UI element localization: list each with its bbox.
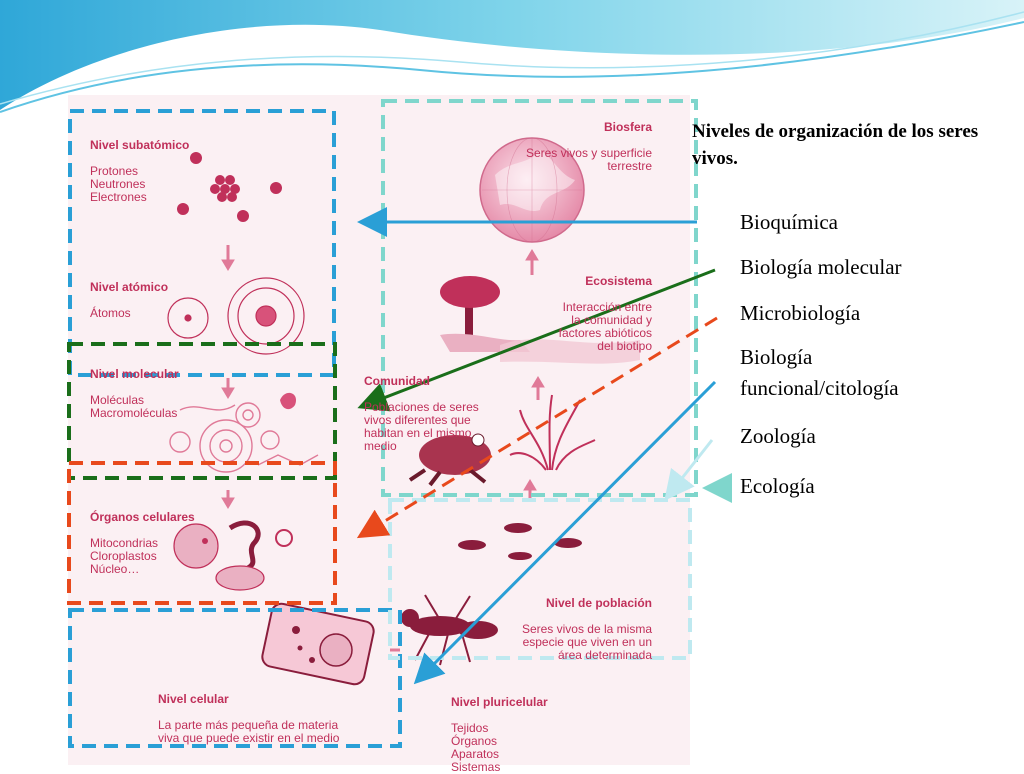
label-comunidad-title: Comunidad xyxy=(364,374,430,388)
plant-illustration xyxy=(509,394,596,471)
label-molecular: Nivel molecular Moléculas Macromoléculas xyxy=(90,355,179,420)
globe-illustration xyxy=(479,137,585,243)
label-organos-celulares: Órganos celulares Mitocondrias Cloroplas… xyxy=(90,498,195,576)
frog-illustration xyxy=(408,433,491,487)
arrow-citologia xyxy=(413,380,717,685)
label-atomico-title: Nivel atómico xyxy=(90,280,169,294)
label-comunidad: Comunidad Poblaciones de seres vivos dif… xyxy=(364,362,479,453)
group-zoologia xyxy=(388,498,692,660)
label-poblacion-title: Nivel de población xyxy=(545,596,652,610)
label-comunidad-items: Poblaciones de seres vivos diferentes qu… xyxy=(364,400,479,453)
atoms-illustration xyxy=(167,277,305,355)
particles-illustration xyxy=(177,152,282,222)
label-ecosistema-title: Ecosistema xyxy=(585,274,652,288)
group-ecologia xyxy=(381,99,698,497)
label-pluricelular: Nivel pluricelular Tejidos Órganos Apara… xyxy=(451,683,548,774)
slide-title: Niveles de organización de los seres viv… xyxy=(692,121,979,169)
arrow-biologia-molecular xyxy=(357,268,716,412)
discipline-microbiologia: Microbiología xyxy=(740,301,861,325)
connector-arrows xyxy=(356,207,732,685)
discipline-bioquimica: Bioquímica xyxy=(740,210,838,234)
illustration-panel xyxy=(68,95,690,765)
label-celular: Nivel celular La parte más pequeña de ma… xyxy=(158,680,339,745)
label-poblacion: Nivel de población Seres vivos de la mis… xyxy=(480,584,652,662)
label-molecular-title: Nivel molecular xyxy=(90,367,179,381)
cell-illustration xyxy=(261,602,375,686)
tree-illustration xyxy=(440,276,640,364)
label-molecular-items: Moléculas Macromoléculas xyxy=(90,393,178,420)
label-biosfera: Biosfera Seres vivos y superficie terres… xyxy=(490,108,652,173)
label-atomico: Nivel atómico Átomos xyxy=(90,268,168,320)
discipline-ecologia: Ecología xyxy=(740,474,815,498)
group-microbiologia xyxy=(67,461,337,605)
discipline-zoologia: Zoología xyxy=(740,424,816,448)
discipline-biologia-molecular: Biología molecular xyxy=(740,255,902,279)
label-ecosistema-items: Interacción entre la comunidad y factore… xyxy=(558,300,652,353)
group-biologia-molecular xyxy=(67,342,337,480)
arrow-zoologia xyxy=(664,439,714,501)
label-pluricelular-title: Nivel pluricelular xyxy=(451,695,548,709)
group-citologia xyxy=(68,608,402,748)
label-pluricelular-items: Tejidos Órganos Aparatos Sistemas xyxy=(451,721,501,774)
label-poblacion-items: Seres vivos de la misma especie que vive… xyxy=(521,622,652,662)
level-groupings xyxy=(67,99,698,748)
label-biosfera-items: Seres vivos y superficie terrestre xyxy=(525,146,652,173)
label-subatomico-items: Protones Neutrones Electrones xyxy=(90,164,147,204)
label-subatomico: Nivel subatómico Protones Neutrones Elec… xyxy=(90,126,189,204)
label-biosfera-title: Biosfera xyxy=(603,120,652,134)
header-wave xyxy=(0,0,1024,113)
discipline-citologia: Biología funcional/citología xyxy=(740,345,899,400)
label-ecosistema: Ecosistema Interacción entre la comunida… xyxy=(520,262,652,353)
label-celular-items: La parte más pequeña de materia viva que… xyxy=(158,718,340,745)
label-organos-items: Mitocondrias Cloroplastos Núcleo… xyxy=(90,536,159,576)
group-bioquimica xyxy=(68,109,336,377)
label-celular-title: Nivel celular xyxy=(158,692,229,706)
organelles-illustration xyxy=(173,520,293,591)
label-organos-title: Órganos celulares xyxy=(90,510,195,524)
ants-illustration xyxy=(401,523,582,666)
molecules-illustration xyxy=(169,392,319,473)
label-atomico-items: Átomos xyxy=(90,306,131,320)
flow-arrows xyxy=(221,245,545,652)
arrow-microbiologia xyxy=(356,316,718,539)
label-subatomico-title: Nivel subatómico xyxy=(90,138,190,152)
